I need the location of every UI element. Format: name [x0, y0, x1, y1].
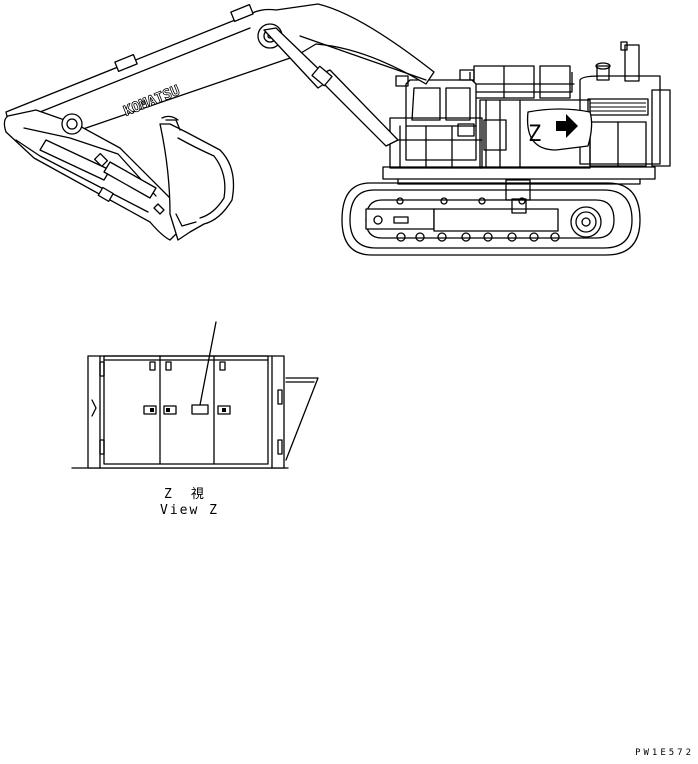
arm [3, 109, 179, 241]
view-z-marker: Z [526, 108, 593, 151]
leader-line [199, 321, 217, 406]
view-z-caption-en: View Z [160, 503, 219, 518]
boom-cylinder [263, 27, 399, 147]
view-z-marker-label: Z [528, 122, 541, 147]
view-z-caption-jp: Z 視 [164, 487, 207, 502]
track-rollers [396, 197, 560, 242]
view-z-detail [71, 321, 319, 469]
boom: KOMATSU [5, 3, 435, 151]
drawing-code: PW1E572 [635, 748, 694, 758]
bucket [159, 115, 235, 241]
arm-cylinder [39, 139, 157, 199]
arrow-right-icon [556, 114, 578, 138]
track-assembly [341, 179, 641, 256]
door-latches [143, 361, 231, 415]
operator-cab [389, 69, 507, 169]
engine-grille [587, 98, 649, 116]
upper-structure: Z [382, 41, 671, 185]
